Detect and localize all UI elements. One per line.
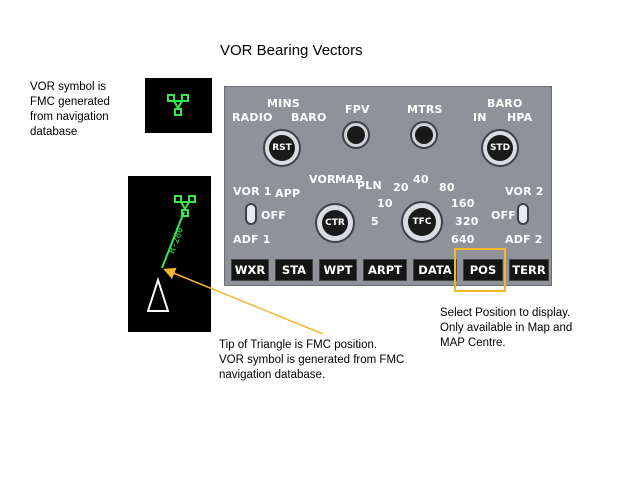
- range-selector-knob[interactable]: TFC: [401, 201, 443, 243]
- baro-label: BARO: [487, 97, 523, 110]
- range-10-label: 10: [377, 197, 393, 210]
- mtrs-label: MTRS: [407, 103, 443, 116]
- range-640-label: 640: [451, 233, 475, 246]
- mode-pln-label: PLN: [357, 179, 382, 192]
- range-160-label: 160: [451, 197, 475, 210]
- range-20-label: 20: [393, 181, 409, 194]
- range-40-label: 40: [413, 173, 429, 186]
- map-option-buttons: WXR STA WPT ARPT DATA POS TERR: [231, 259, 549, 281]
- ctr-button[interactable]: CTR: [322, 210, 348, 236]
- aircraft-position-triangle: [146, 276, 170, 312]
- pos-button[interactable]: POS: [463, 259, 503, 281]
- bearing-vector-graphic: R-280: [146, 195, 196, 312]
- nav-display: R-280: [128, 176, 211, 332]
- mode-app-label: APP: [275, 187, 301, 200]
- range-320-label: 320: [455, 215, 479, 228]
- mode-map-label: MAP: [335, 173, 364, 186]
- baro-knob[interactable]: STD: [481, 129, 519, 167]
- vor2-label: VOR 2: [505, 185, 544, 198]
- mins-radio-label: RADIO: [232, 111, 273, 124]
- mins-baro-label: BARO: [291, 111, 327, 124]
- vor-symbol-icon: [167, 94, 189, 116]
- fpv-label: FPV: [345, 103, 370, 116]
- vor-adf-2-switch[interactable]: [517, 203, 529, 225]
- vor1-off-label: OFF: [261, 209, 286, 222]
- vor-symbol-display: [145, 78, 212, 133]
- terr-button[interactable]: TERR: [509, 259, 549, 281]
- mtrs-button[interactable]: [410, 121, 438, 149]
- mode-vor-label: VOR: [309, 173, 336, 186]
- vor-adf-1-switch[interactable]: [245, 203, 257, 225]
- vor1-label: VOR 1: [233, 185, 272, 198]
- vor-station-icon: [179, 201, 191, 212]
- mode-selector-knob[interactable]: CTR: [315, 203, 355, 243]
- vor-symbol-note: VOR symbol is FMC generated from navigat…: [30, 81, 110, 138]
- sta-button[interactable]: STA: [275, 259, 313, 281]
- efis-control-panel: MINS RADIO BARO RST FPV MTRS BARO IN HPA…: [224, 86, 552, 286]
- baro-hpa-label: HPA: [507, 111, 533, 124]
- wpt-button[interactable]: WPT: [319, 259, 357, 281]
- triangle-note: Tip of Triangle is FMC position. VOR sym…: [219, 339, 405, 381]
- tfc-button[interactable]: TFC: [408, 208, 436, 236]
- select-pos-note: Select Position to display. Only availab…: [440, 307, 573, 349]
- vor2-off-label: OFF: [491, 209, 516, 222]
- wxr-button[interactable]: WXR: [231, 259, 269, 281]
- mins-label: MINS: [267, 97, 300, 110]
- arpt-button[interactable]: ARPT: [363, 259, 407, 281]
- bearing-vector-line: [161, 211, 185, 269]
- std-button[interactable]: STD: [487, 135, 513, 161]
- slide-title: VOR Bearing Vectors: [220, 42, 363, 59]
- mins-knob[interactable]: RST: [263, 129, 301, 167]
- data-button[interactable]: DATA: [413, 259, 457, 281]
- rst-button[interactable]: RST: [269, 135, 295, 161]
- baro-in-label: IN: [473, 111, 487, 124]
- range-80-label: 80: [439, 181, 455, 194]
- adf1-label: ADF 1: [233, 233, 271, 246]
- pos-highlight-box: [454, 248, 506, 292]
- range-5-label: 5: [371, 215, 379, 228]
- adf2-label: ADF 2: [505, 233, 543, 246]
- fpv-button[interactable]: [342, 121, 370, 149]
